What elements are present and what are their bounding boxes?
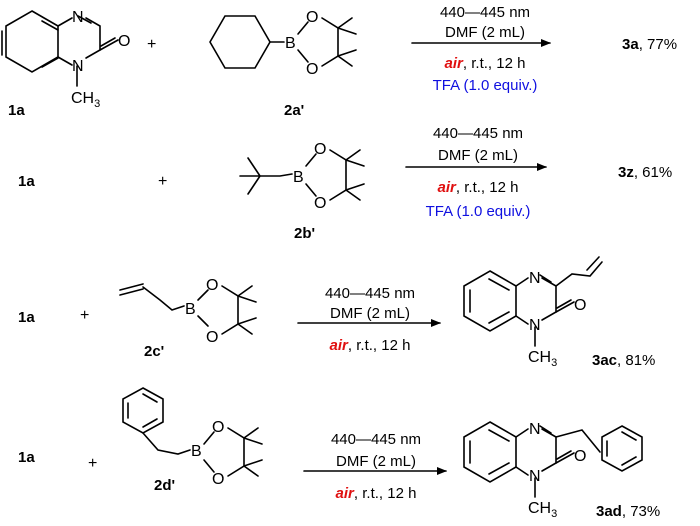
compound-label: 2b'	[294, 225, 315, 242]
condition-solvent: DMF (2 mL)	[330, 305, 410, 322]
condition-atmosphere: air, r.t., 12 h	[330, 337, 411, 354]
product-yield: 3z, 61%	[618, 164, 672, 181]
atom-o: O	[314, 141, 326, 158]
atom-o: O	[306, 9, 318, 26]
atom-n: N	[529, 317, 541, 334]
atom-n: N	[72, 58, 84, 75]
plus-sign: +	[158, 173, 167, 190]
compound-label: 2c'	[144, 343, 164, 360]
condition-solvent: DMF (2 mL)	[445, 24, 525, 41]
atom-o: O	[314, 195, 326, 212]
atom-o: O	[574, 297, 586, 314]
atom-n: N	[529, 421, 541, 438]
compound-label: 1a	[18, 173, 35, 190]
atom-o: O	[206, 329, 218, 346]
condition-wavelength: 440—445 nm	[440, 4, 530, 21]
atom-o: O	[574, 448, 586, 465]
condition-additive: TFA (1.0 equiv.)	[426, 203, 531, 220]
atom-b: B	[185, 301, 196, 318]
reagent-2d-structure: B O O	[122, 387, 263, 488]
product-3ac-structure: N N O CH3	[463, 256, 603, 369]
row-4: 1a + B O O 2d' 440—445 nm DMF (2 mL) air…	[18, 387, 660, 520]
product-yield: 3ac, 81%	[592, 352, 655, 369]
compound-label: 1a	[18, 309, 35, 326]
atom-o: O	[212, 471, 224, 488]
atom-o: O	[306, 61, 318, 78]
atom-b: B	[191, 443, 202, 460]
atom-n: N	[72, 9, 84, 26]
atom-n: N	[529, 468, 541, 485]
plus-sign: +	[88, 455, 97, 472]
atom-n: N	[529, 270, 541, 287]
condition-atmosphere: air, r.t., 12 h	[445, 55, 526, 72]
condition-wavelength: 440—445 nm	[433, 125, 523, 142]
product-3ad-structure: N N O CH3	[463, 421, 643, 520]
row-2: 1a + B O O 2b' 440—445 nm DMF (2 mL) air…	[18, 125, 672, 242]
atom-b: B	[293, 169, 304, 186]
condition-wavelength: 440—445 nm	[325, 285, 415, 302]
compound-label: 1a	[8, 102, 25, 119]
compound-label: 2d'	[154, 477, 175, 494]
condition-additive: TFA (1.0 equiv.)	[433, 77, 538, 94]
atom-o: O	[206, 277, 218, 294]
plus-sign: +	[147, 36, 156, 53]
condition-atmosphere: air, r.t., 12 h	[438, 179, 519, 196]
row-3: 1a + B O O 2c' 440—445 nm DMF (2 mL) air…	[18, 256, 655, 369]
compound-label: 1a	[18, 449, 35, 466]
atom-ch3: CH3	[528, 500, 557, 520]
reagent-2a-structure: B O O	[209, 9, 357, 78]
atom-b: B	[285, 35, 296, 52]
row-1: N N O CH3 1a + B O O 2a' 440—445 nm DMF …	[1, 4, 677, 119]
quinoxalinone-1a-structure: N N O CH3	[1, 9, 130, 110]
atom-o: O	[212, 419, 224, 436]
atom-o: O	[118, 33, 130, 50]
compound-label: 2a'	[284, 102, 304, 119]
condition-wavelength: 440—445 nm	[331, 431, 421, 448]
product-yield: 3ad, 73%	[596, 503, 660, 520]
atom-ch3: CH3	[528, 349, 557, 369]
condition-solvent: DMF (2 mL)	[438, 147, 518, 164]
reagent-2c-structure: B O O	[119, 277, 257, 346]
product-yield: 3a, 77%	[622, 36, 677, 53]
plus-sign: +	[80, 307, 89, 324]
atom-ch3: CH3	[71, 90, 100, 110]
condition-atmosphere: air, r.t., 12 h	[336, 485, 417, 502]
condition-solvent: DMF (2 mL)	[336, 453, 416, 470]
reagent-2b-structure: B O O	[239, 141, 365, 212]
